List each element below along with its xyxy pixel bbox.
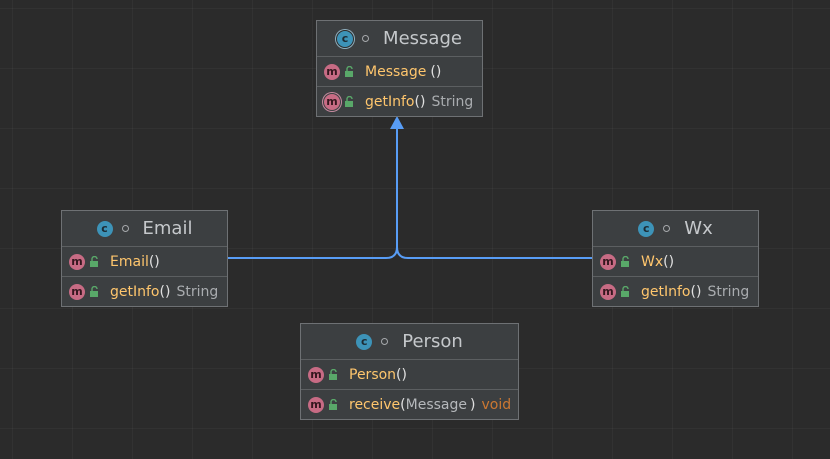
package-visibility-icon <box>381 338 389 345</box>
param-type: Message <box>405 396 467 413</box>
member-row[interactable]: m getInfo () String <box>317 87 482 116</box>
public-lock-icon <box>621 285 629 297</box>
return-type: String <box>707 283 750 300</box>
abstract-method-icon: m <box>324 93 340 110</box>
public-lock-icon <box>329 398 337 410</box>
method-params: () <box>414 93 426 110</box>
member-row[interactable]: m Message () <box>317 57 482 87</box>
method-params: () <box>396 366 407 383</box>
member-row[interactable]: m Email () <box>62 247 227 277</box>
class-wx-name: Wx <box>684 218 713 239</box>
class-email-header[interactable]: c Email <box>62 211 227 247</box>
package-visibility-icon <box>362 35 370 42</box>
method-params: () <box>148 253 160 270</box>
method-name: Wx <box>641 253 664 270</box>
method-name: receive <box>349 396 401 413</box>
method-name: Email <box>110 253 149 270</box>
method-name: getInfo <box>641 283 691 300</box>
return-type: String <box>431 93 474 110</box>
public-lock-icon <box>345 65 353 77</box>
method-name: getInfo <box>365 93 415 110</box>
method-icon: m <box>308 366 324 383</box>
method-name: getInfo <box>110 283 160 300</box>
method-params: () <box>663 253 675 270</box>
member-row[interactable]: m receive ( Message ) void <box>301 390 518 419</box>
package-visibility-icon <box>663 225 671 232</box>
class-email-name: Email <box>142 218 193 239</box>
method-icon: m <box>69 253 85 270</box>
class-wx[interactable]: c Wx m Wx () m getInfo () String <box>592 210 759 307</box>
class-message[interactable]: c Message m Message () m getInfo () Stri… <box>316 20 483 117</box>
class-person[interactable]: c Person m Person () m receive ( Message… <box>300 323 519 420</box>
method-name: Message <box>365 63 427 80</box>
class-icon: c <box>96 220 113 237</box>
member-row[interactable]: m getInfo () String <box>62 277 227 306</box>
method-icon: m <box>600 253 616 270</box>
method-name: Person <box>349 366 397 383</box>
return-type: void <box>481 396 512 413</box>
method-params: () <box>430 63 442 80</box>
public-lock-icon <box>90 285 98 297</box>
member-row[interactable]: m Person () <box>301 360 518 390</box>
class-icon: c <box>356 333 373 350</box>
class-wx-header[interactable]: c Wx <box>593 211 758 247</box>
class-person-name: Person <box>402 331 463 352</box>
member-row[interactable]: m Wx () <box>593 247 758 277</box>
edge-wx-to-message <box>396 246 592 259</box>
method-params: () <box>690 283 702 300</box>
method-icon: m <box>324 63 340 80</box>
package-visibility-icon <box>121 225 129 232</box>
method-icon: m <box>308 396 324 413</box>
public-lock-icon <box>329 368 337 380</box>
abstract-class-icon: c <box>337 30 354 47</box>
edge-email-to-message <box>228 128 398 259</box>
return-type: String <box>176 283 219 300</box>
public-lock-icon <box>345 95 353 107</box>
public-lock-icon <box>621 255 629 267</box>
class-message-name: Message <box>383 28 462 49</box>
public-lock-icon <box>90 255 98 267</box>
class-message-header[interactable]: c Message <box>317 21 482 57</box>
member-row[interactable]: m getInfo () String <box>593 277 758 306</box>
method-params-open: ( <box>400 396 406 413</box>
method-icon: m <box>600 283 616 300</box>
method-params-close: ) <box>470 396 476 413</box>
method-icon: m <box>69 283 85 300</box>
class-email[interactable]: c Email m Email () m getInfo () String <box>61 210 228 307</box>
class-icon: c <box>638 220 655 237</box>
method-params: () <box>159 283 171 300</box>
inheritance-arrowhead <box>390 116 404 129</box>
class-person-header[interactable]: c Person <box>301 324 518 360</box>
